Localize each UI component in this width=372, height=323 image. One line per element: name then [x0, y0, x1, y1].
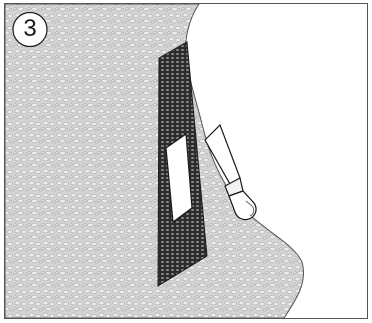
wall-hole [165, 132, 193, 224]
step-circle [12, 11, 48, 48]
putty-knife-handle [228, 190, 257, 221]
putty-knife-handle-shade [245, 200, 255, 217]
